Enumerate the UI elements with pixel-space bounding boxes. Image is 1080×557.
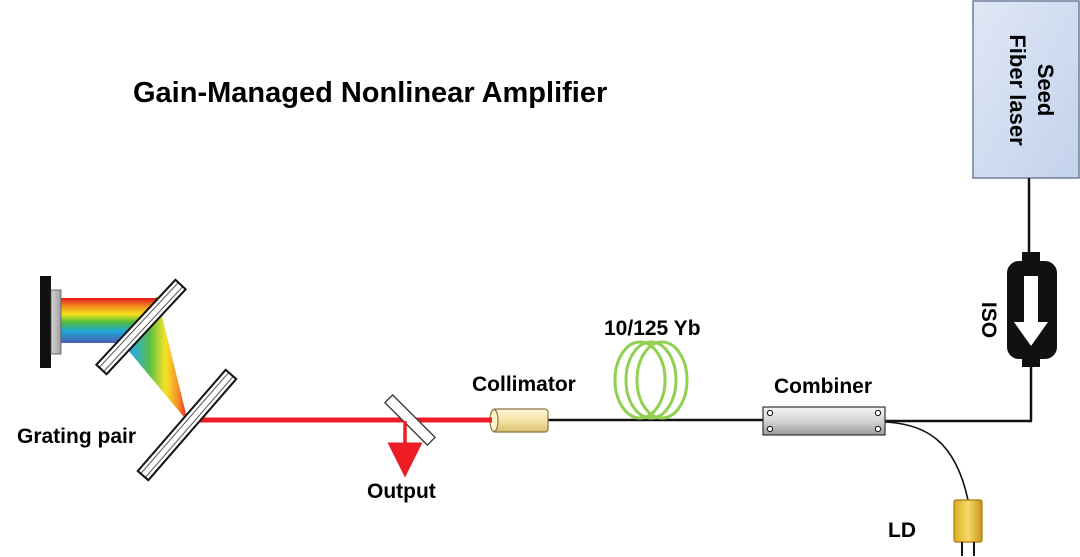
pump-diode-body bbox=[953, 499, 983, 543]
diagram-title: Gain-Managed Nonlinear Amplifier bbox=[133, 77, 607, 109]
grating-pair: Grating pair bbox=[17, 278, 238, 482]
seed-laser-label-line1: Seed bbox=[1033, 64, 1058, 117]
end-mirror bbox=[40, 276, 62, 368]
seed-laser: Seed Fiber laser bbox=[972, 0, 1080, 179]
fiber-pump bbox=[884, 421, 969, 501]
yb-fiber-coil: 10/125 Yb bbox=[604, 317, 701, 420]
output-label: Output bbox=[367, 480, 436, 503]
combiner-label: Combiner bbox=[774, 375, 872, 398]
combiner: Combiner bbox=[762, 375, 886, 436]
pump-label: LD bbox=[888, 519, 916, 542]
dispersed-beam bbox=[60, 296, 188, 422]
output-mirror: Output bbox=[367, 393, 437, 503]
spectral-band bbox=[60, 298, 162, 343]
isolator: ISO bbox=[977, 252, 1057, 367]
collimator-label: Collimator bbox=[472, 373, 576, 396]
fiber-paths bbox=[548, 178, 1033, 501]
seed-laser-label-line2: Fiber laser bbox=[1005, 34, 1030, 146]
pump-diode: LD bbox=[888, 499, 983, 556]
seed-laser-box bbox=[972, 0, 1080, 179]
arrow-down-icon bbox=[1014, 276, 1048, 346]
collimator: Collimator bbox=[472, 373, 576, 433]
isolator-label: ISO bbox=[977, 302, 1000, 338]
collimator-body bbox=[491, 408, 549, 433]
grating-label: Grating pair bbox=[17, 425, 136, 448]
combiner-body bbox=[762, 406, 886, 436]
grating-upper bbox=[94, 278, 188, 376]
fiber-label: 10/125 Yb bbox=[604, 317, 701, 340]
grating-lower bbox=[136, 368, 238, 482]
